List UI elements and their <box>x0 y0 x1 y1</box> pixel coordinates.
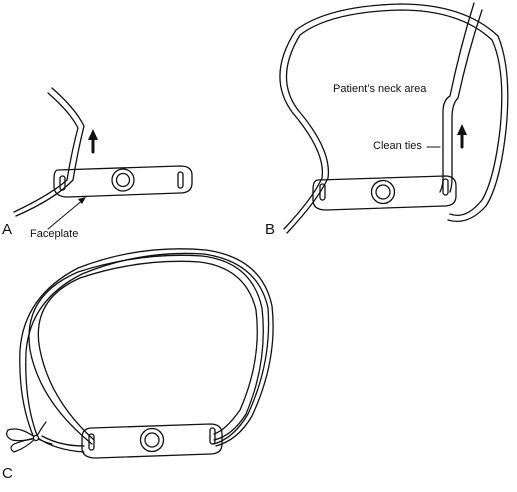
old-tie-loop-b <box>279 3 509 234</box>
panel-b <box>279 2 509 234</box>
panel-letter-a: A <box>2 221 13 238</box>
faceplate-a <box>53 165 193 198</box>
leader-arrow-icon <box>47 197 86 230</box>
neck-area-label: Patient’s neck area <box>333 83 427 95</box>
tie-a <box>13 87 85 217</box>
bow-knot-icon <box>6 421 53 453</box>
faceplate-label: Faceplate <box>30 228 79 240</box>
clean-tie-b <box>439 2 483 193</box>
tie-loops-c <box>19 248 274 453</box>
faceplate-c <box>81 423 223 459</box>
panel-letter-c: C <box>2 465 13 482</box>
up-arrow-icon-b <box>457 124 467 149</box>
clean-ties-label: Clean ties <box>373 140 422 152</box>
panel-a <box>13 87 193 230</box>
panel-c <box>6 248 274 459</box>
faceplate-b <box>312 175 457 211</box>
up-arrow-icon-a <box>88 129 98 154</box>
panel-letter-b: B <box>265 221 276 238</box>
